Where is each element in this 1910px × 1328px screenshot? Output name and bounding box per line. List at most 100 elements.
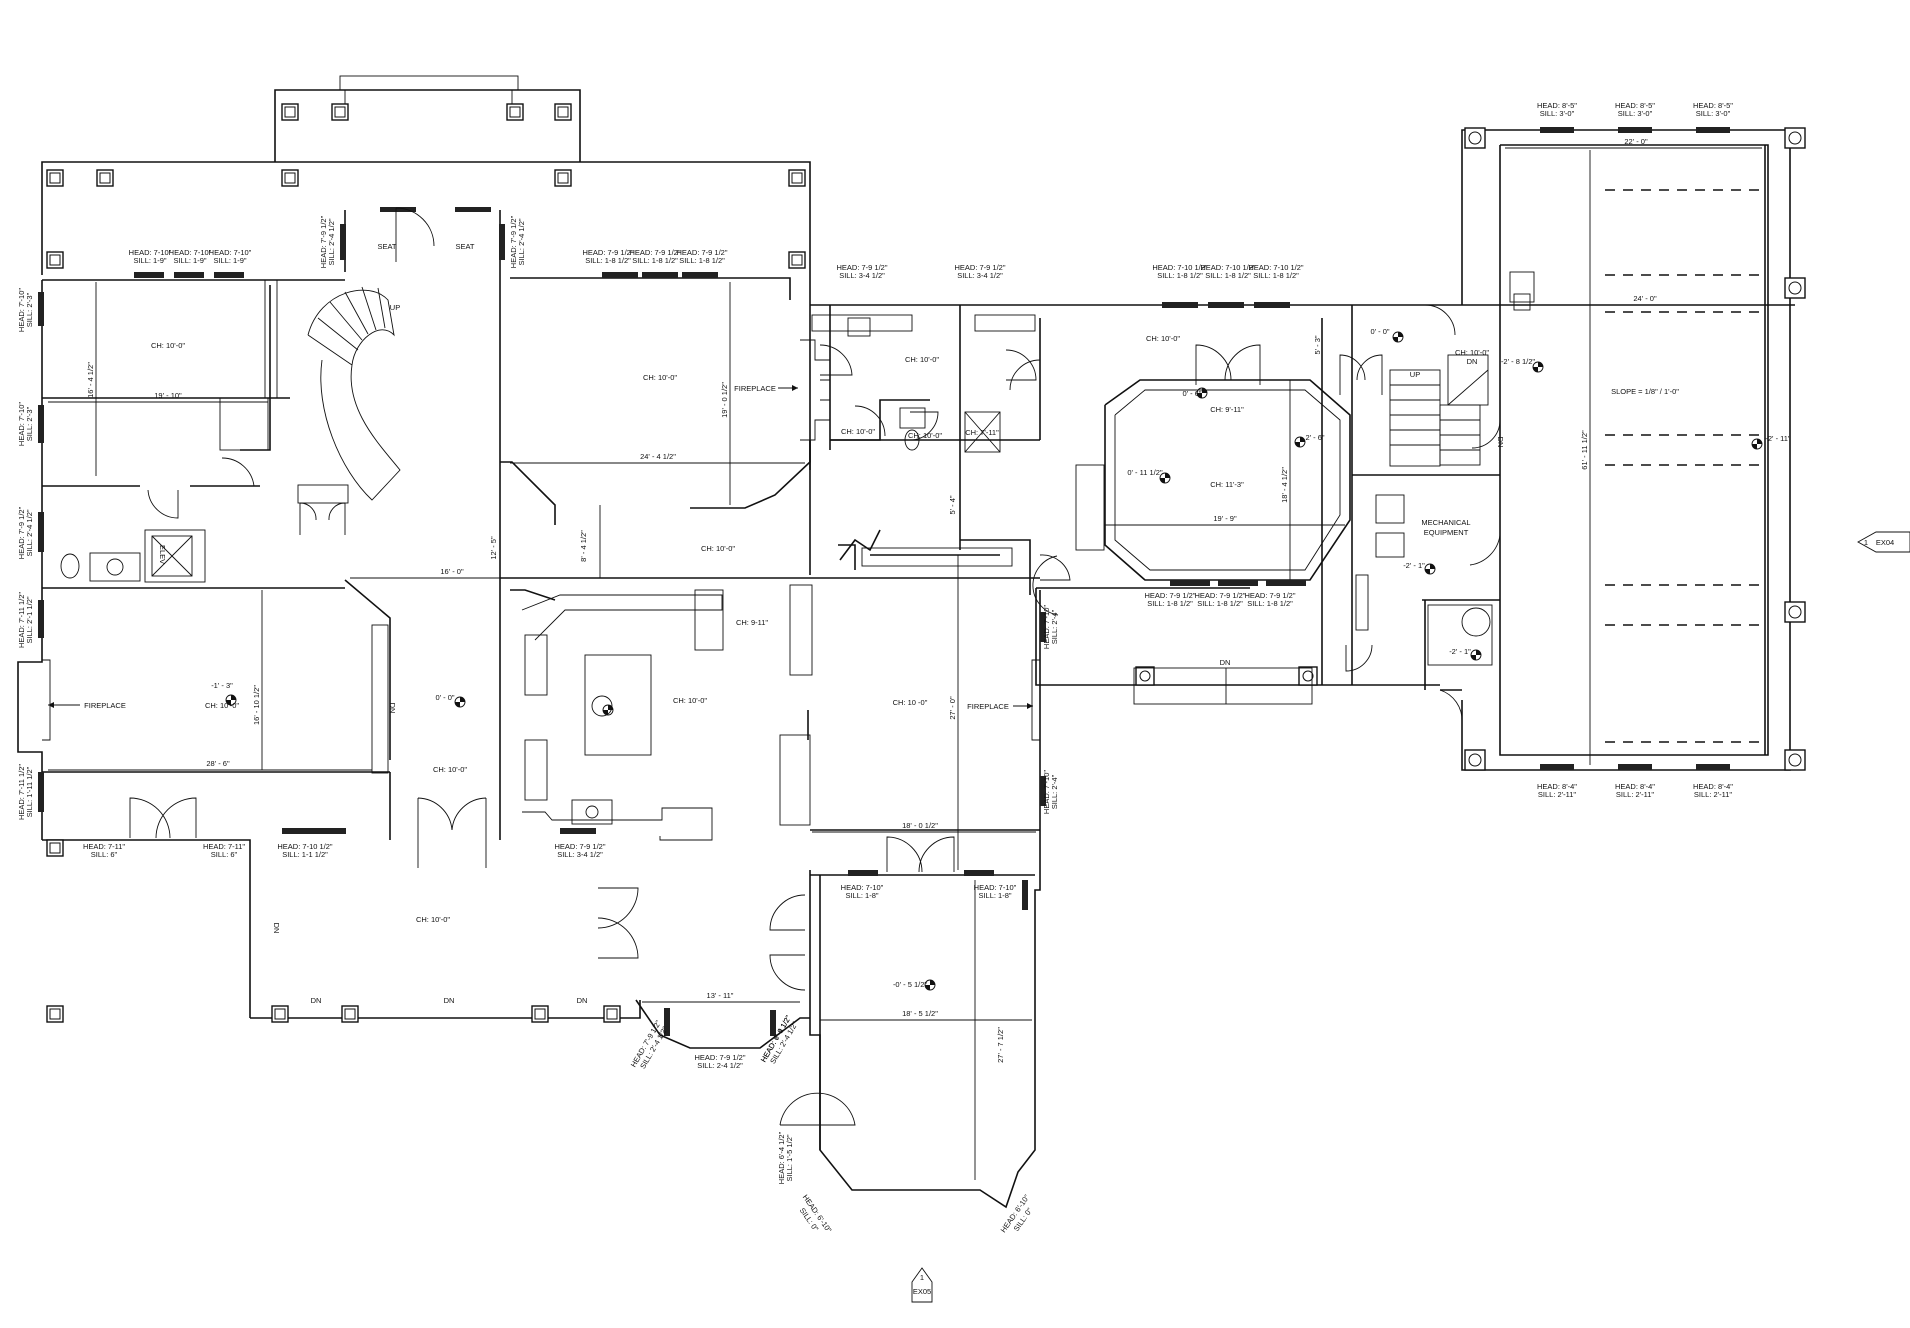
label-ch-hall: CH: 10'-0": [701, 544, 735, 553]
win-sill-seat-1: SILL: 2'-4 1/2": [327, 218, 336, 265]
win-head-bay-s: HEAD: 7-9 1/2": [694, 1053, 745, 1062]
win-head-dining-1: HEAD: 7-9 1/2": [582, 248, 633, 257]
label-ch-foyer: CH: 10'-0": [433, 765, 467, 774]
elevation-callout-ex05: EX05 1: [911, 1267, 933, 1303]
label-ch-living: CH: 10'-0": [205, 701, 239, 710]
win-sill-east-2: SILL: 2'-4": [1050, 774, 1059, 809]
win-sill-kitchen: SILL: 3-4 1/2": [557, 850, 603, 859]
win-sill-oct-1: SILL: 1-8 1/2": [1147, 599, 1193, 608]
label-porch-dn-1: DN: [311, 996, 322, 1005]
dim-nook-depth: 8' - 4 1/2": [579, 530, 588, 562]
label-ch-octagon: CH: 11'-3": [1210, 480, 1244, 489]
label-ch-family: CH: 10'-0": [1146, 334, 1180, 343]
win-head-study-2: HEAD: 7-10": [169, 248, 212, 257]
win-sill-family-2: SILL: 1-8 1/2": [1205, 271, 1251, 280]
label-garage-slope: SLOPE = 1/8" / 1'-0": [1611, 387, 1679, 396]
win-head-garage-n1: HEAD: 8'-5": [1537, 101, 1577, 110]
win-head-kitchen: HEAD: 7-9 1/2": [554, 842, 605, 851]
win-head-east-2: HEAD: 7'-10": [1042, 770, 1051, 814]
win-sill-west-2: SILL: 2'-3": [25, 406, 34, 441]
callout-ex05-num: 1: [920, 1273, 924, 1282]
win-sill-oct-2: SILL: 1-8 1/2": [1197, 599, 1243, 608]
win-head-living-1: HEAD: 7-11": [83, 842, 125, 851]
room-labels: CH: 10'-0" CH: 10'-0" CH: 10'-0" CH: 10'…: [84, 242, 1679, 1005]
dim-hall-width: 16' - 0": [440, 567, 464, 576]
label-ch-mud: CH: 10'-0": [1455, 348, 1489, 357]
label-ch-octagon-upper: CH: 9'-11": [1210, 405, 1244, 414]
win-sill-sun-n2: SILL: 1-8": [978, 891, 1011, 900]
win-sill-living-1: SILL: 6": [91, 850, 118, 859]
win-head-living-3: HEAD: 7-10 1/2": [277, 842, 333, 851]
win-head-study-1: HEAD: 7-10": [129, 248, 172, 257]
fireplace-arrows: [48, 385, 1033, 709]
win-head-sun-n1: HEAD: 7-10": [841, 883, 884, 892]
win-sill-living-2: SILL: 6": [211, 850, 238, 859]
label-mud-dn-rot: DN: [1496, 437, 1505, 448]
spot-elevation-labels: -1' - 3" 0' - 0" -0' - 5 1/2" 0' - 6" 0'…: [211, 327, 1791, 989]
win-sill-living-3: SILL: 1-1 1/2": [282, 850, 328, 859]
dim-living-depth: 16' - 10 1/2": [252, 685, 261, 725]
dim-garage-width: 24' - 0": [1633, 294, 1657, 303]
label-equipment: EQUIPMENT: [1424, 528, 1469, 537]
win-sill-pantry: SILL: 3-4 1/2": [957, 271, 1003, 280]
exterior-walls: [17, 75, 1791, 1209]
label-ch-study: CH: 10'-0": [151, 341, 185, 350]
dim-octagon-depth: 18' - 4 1/2": [1280, 467, 1289, 503]
win-sill-garage-n3: SILL: 3'-0": [1696, 109, 1731, 118]
label-mud-stair-dn: DN: [1467, 357, 1478, 366]
win-head-garage-s2: HEAD: 8'-4": [1615, 782, 1655, 791]
label-porch-dn-3: DN: [577, 996, 588, 1005]
dim-hall-link-depth: 5' - 4": [948, 495, 957, 514]
label-ch-pantry: CH: 10'-0": [841, 427, 875, 436]
label-fireplace-breakfast: FIREPLACE: [967, 702, 1009, 711]
win-sill-seat-2: SILL: 2'-4 1/2": [517, 218, 526, 265]
stairs-and-fixtures: [42, 271, 1535, 841]
label-ch-dining: CH: 10'-0": [643, 373, 677, 382]
win-head-sun-n2: HEAD: 7-10": [974, 883, 1017, 892]
win-head-oct-2: HEAD: 7-9 1/2": [1194, 591, 1245, 600]
window-openings: [38, 127, 1730, 1036]
label-mechanical: MECHANICAL: [1421, 518, 1470, 527]
elev-text-mech-lower: -2' - 1": [1449, 647, 1471, 656]
label-porch-dn-2: DN: [444, 996, 455, 1005]
win-sill-west-5: SILL: 1'-11 1/2": [25, 766, 34, 817]
win-head-dining-2: HEAD: 7-9 1/2": [629, 248, 680, 257]
label-family-step-dn: DN: [1220, 658, 1231, 667]
label-living-dn: DN: [388, 703, 397, 714]
win-head-dining-3: HEAD: 7-9 1/2": [676, 248, 727, 257]
elev-text-octagon-mid: 0' - 11 1/2": [1127, 468, 1163, 477]
label-porch-side-dn: DN: [272, 923, 281, 934]
dim-sunroom-width: 18' - 5 1/2": [902, 1009, 938, 1018]
label-ch-butler: CH: 10'-0": [905, 355, 939, 364]
win-sill-family-3: SILL: 1-8 1/2": [1253, 271, 1299, 280]
win-sill-sun-w: SILL: 1'-5 1/2": [785, 1134, 794, 1181]
win-sill-oct-3: SILL: 1-8 1/2": [1247, 599, 1293, 608]
win-head-west-5: HEAD: 7'-11 1/2": [17, 764, 26, 820]
win-head-west-2: HEAD: 7'-10": [17, 402, 26, 446]
win-sill-dining-1: SILL: 1-8 1/2": [585, 256, 631, 265]
label-ch-shower: CH: 7'-11": [965, 428, 999, 437]
dimension-lines: [48, 147, 1785, 1180]
elev-text-mech: -2' - 1": [1403, 561, 1425, 570]
dim-study-width: 19' - 10": [154, 391, 182, 400]
win-head-west-4: HEAD: 7'-11 1/2": [17, 592, 26, 648]
win-head-family-2: HEAD: 7-10 1/2": [1200, 263, 1256, 272]
window-tags-horizontal: HEAD: 7-10" SILL: 1-9" HEAD: 7-10" SILL:…: [83, 101, 1733, 1070]
elev-text-garage: -2' - 11": [1765, 434, 1791, 443]
label-ch-breakfast: CH: 10 -0": [893, 698, 928, 707]
dim-dining-depth: 19' - 0 1/2": [720, 382, 729, 418]
label-elev: ELEV: [158, 545, 167, 564]
elev-text-octagon-top: 0' - 6": [1182, 389, 1201, 398]
win-sill-dining-3: SILL: 1-8 1/2": [679, 256, 725, 265]
dim-dining-width: 24' - 4 1/2": [640, 452, 676, 461]
callout-ex05-label: EX05: [913, 1287, 931, 1296]
win-sill-study-2: SILL: 1-9": [173, 256, 206, 265]
win-sill-sun-n1: SILL: 1-8": [845, 891, 878, 900]
win-sill-garage-n2: SILL: 3'-0": [1618, 109, 1653, 118]
label-seat-right: SEAT: [455, 242, 474, 251]
elevation-markers: [225, 331, 1763, 991]
win-head-oct-3: HEAD: 7-9 1/2": [1244, 591, 1295, 600]
win-head-pantry: HEAD: 7-9 1/2": [954, 263, 1005, 272]
label-seat-left: SEAT: [377, 242, 396, 251]
